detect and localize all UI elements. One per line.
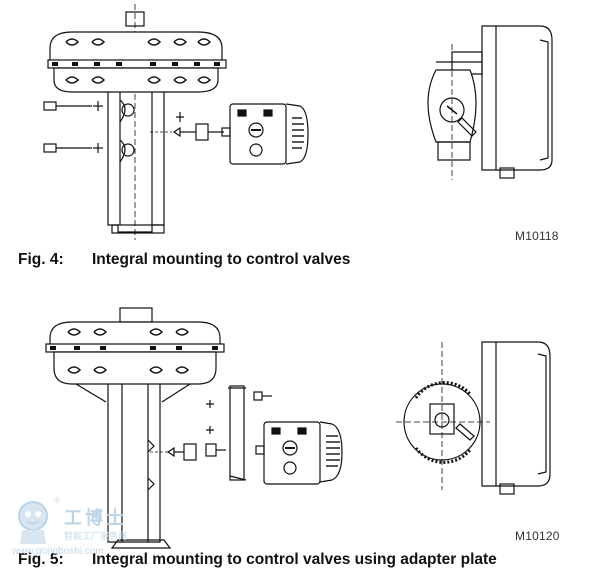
- figure-number: Fig. 4:: [18, 251, 64, 268]
- fig4-side-view: [427, 25, 553, 180]
- fig5-positioner-front: [255, 421, 343, 485]
- figure-title: Integral mounting to control valves: [92, 251, 351, 268]
- fig5-actuator-diaphragm: [45, 307, 225, 385]
- mascot-logo-icon: [18, 501, 48, 544]
- fig5-side-view: [396, 341, 551, 495]
- figure-code: M10118: [515, 229, 559, 243]
- fig4-yoke: [107, 92, 165, 234]
- fig4-actuator-diaphragm: [47, 4, 227, 240]
- fig4-mounting-screws: [43, 101, 224, 153]
- figure-code: M10120: [515, 529, 560, 543]
- figure-caption: Fig. 4: Integral mounting to control valv…: [18, 251, 350, 269]
- fig5-drawing: [45, 307, 551, 549]
- fig4-positioner-front: [221, 103, 309, 165]
- watermark-subtitle: 智能工厂服务商: [64, 531, 128, 541]
- figure-number: Fig. 5:: [18, 551, 64, 568]
- registered-mark: ®: [54, 496, 60, 505]
- watermark-url: www.gongboshi.com: [12, 546, 104, 557]
- fig5-adapter-plate: [150, 385, 272, 481]
- watermark: ® 工博士 智能工厂服务商 www.gongboshi.com: [8, 494, 138, 560]
- watermark-brand: 工博士: [64, 508, 127, 529]
- figure-5: M10120 Fig. 5: Integral mounting to contr…: [0, 290, 606, 575]
- figure-caption: Fig. 5: Integral mounting to control valv…: [18, 551, 497, 569]
- fig5-yoke: [75, 383, 191, 549]
- fig4-drawing: [43, 4, 553, 240]
- figure-4: M10118 Fig. 4: Integral mounting to contr…: [0, 0, 606, 275]
- figure-title: Integral mounting to control valves usin…: [92, 551, 497, 568]
